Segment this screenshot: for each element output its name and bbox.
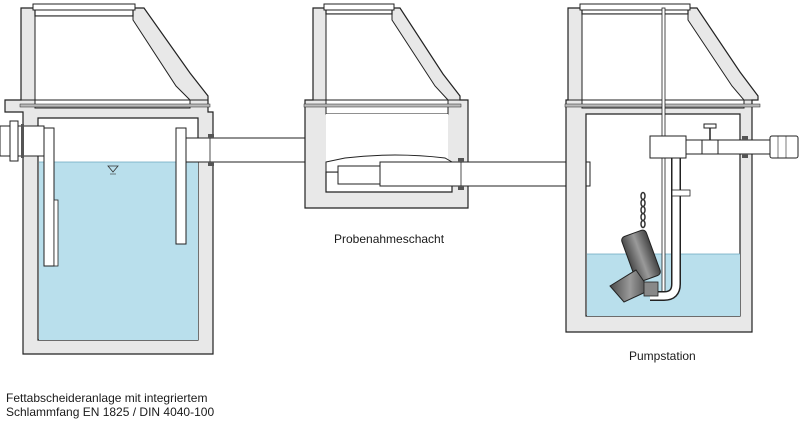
gate-valve [701,123,719,155]
connecting-pipe-2 [379,161,591,187]
label-grease-separator-line1: Fettabscheideranlage mit integriertem [6,391,208,405]
label-pump-station: Pumpstation [629,349,696,363]
lifting-chain [640,191,646,229]
submersible-pump [609,229,661,303]
grease-separator-tank [0,3,214,355]
sampling-shaft [303,3,469,209]
label-sampling-shaft: Probenahmeschacht [334,232,445,246]
outlet-baffle [175,127,187,245]
label-grease-separator-line2: Schlammfang EN 1825 / DIN 4040-100 [6,405,215,419]
separator-water [39,162,198,340]
pump-station [564,3,799,333]
inlet-baffle [43,127,55,267]
label-grease-separator: Fettabscheideranlage mit integriertem Sc… [6,391,214,419]
discharge-pipe [681,139,773,155]
